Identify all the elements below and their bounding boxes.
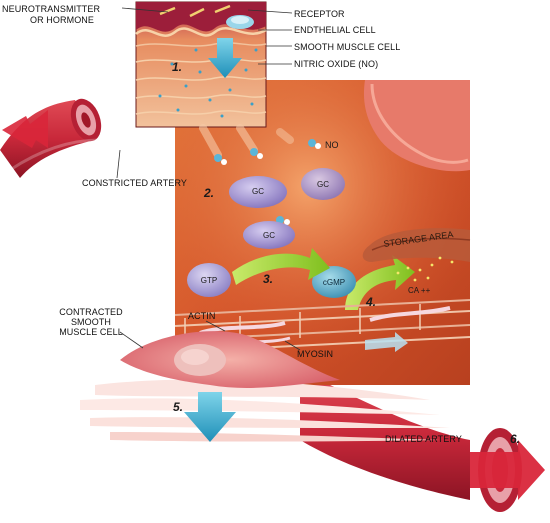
storage-area: STORAGE AREA	[362, 228, 471, 262]
step-6: 6.	[510, 432, 521, 446]
endothelium-inset	[135, 1, 267, 128]
label-constricted-artery: CONSTRICTED ARTERY	[82, 178, 187, 188]
label-smooth-muscle-cell: SMOOTH MUSCLE CELL	[294, 42, 401, 52]
step-2: 2.	[204, 186, 215, 200]
contracted-smooth-muscle-cell	[120, 331, 340, 388]
step-4: 4.	[366, 295, 377, 309]
label-nitric-oxide: NITRIC OXIDE (NO)	[294, 59, 379, 69]
arrow-step-3	[232, 248, 330, 285]
step-3: 3.	[263, 272, 274, 286]
relaxation-arrow	[365, 332, 408, 352]
label-myosin: MYOSIN	[297, 349, 334, 359]
cgmp-molecule	[312, 266, 356, 298]
step-1: 1.	[172, 60, 183, 74]
gc-label-1: GC	[252, 187, 264, 196]
smooth-muscle-cell-interior	[175, 80, 470, 385]
label-ca: CA ++	[408, 286, 431, 295]
label-neurotransmitter: NEUROTRANSMITTER	[2, 4, 101, 14]
label-dilated-artery: DILATED ARTERY	[385, 434, 462, 444]
gc-label-2: GC	[317, 180, 329, 189]
gc-molecules	[229, 168, 345, 249]
label-muscle-cell: MUSCLE CELL	[59, 327, 123, 337]
arrow-step-5	[184, 392, 236, 442]
gtp-molecule	[187, 263, 231, 297]
label-smooth: SMOOTH	[70, 317, 112, 327]
label-or-hormone: OR HORMONE	[30, 15, 94, 25]
calcium-particles	[396, 256, 454, 282]
no-diffusion-streaks	[199, 124, 294, 159]
gc-label-3: GC	[263, 231, 275, 240]
gtp-label: GTP	[200, 276, 218, 285]
label-actin: ACTIN	[188, 311, 216, 321]
label-endothelial-cell: ENDTHELIAL CELL	[294, 25, 376, 35]
label-receptor: RECEPTOR	[294, 9, 345, 19]
step-5: 5.	[173, 400, 184, 414]
label-no: NO	[325, 140, 339, 150]
label-contracted: CONTRACTED	[59, 307, 123, 317]
relaxed-muscle-layers	[80, 379, 450, 442]
arrow-step-6	[470, 440, 545, 500]
arrow-step-4	[345, 255, 415, 310]
arrow-constricted-inflow	[2, 110, 48, 148]
cgmp-label: cGMP	[322, 278, 346, 287]
leader-lines	[116, 7, 301, 351]
